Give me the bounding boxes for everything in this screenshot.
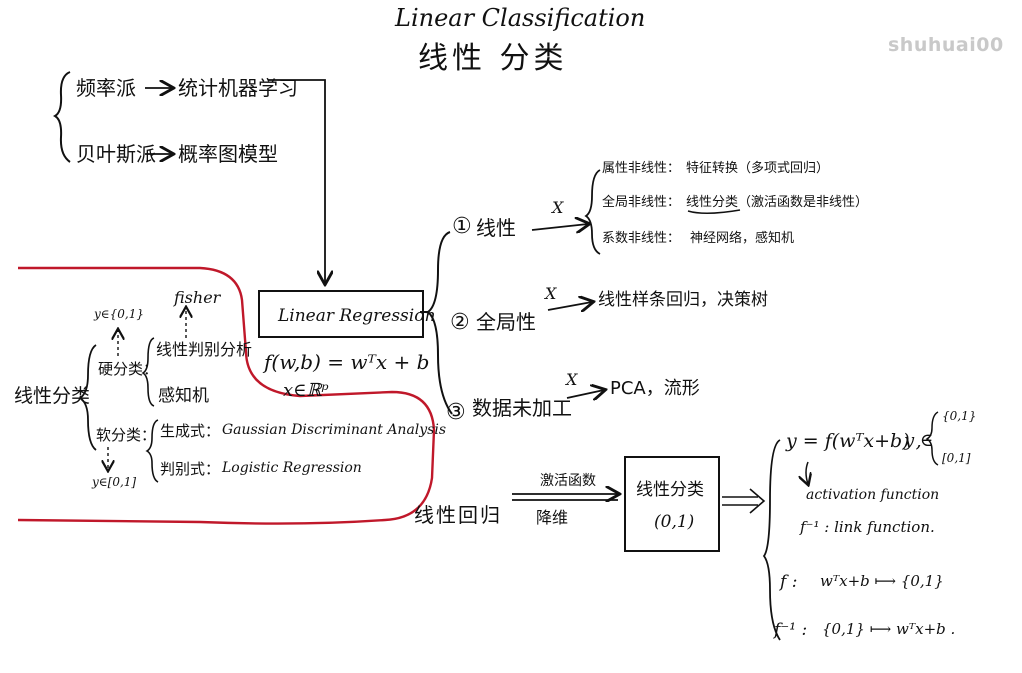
linear-regression-formula: f(w,b) = wᵀx + b xyxy=(264,350,430,374)
branch1-item2-value: 线性分类（激活函数是非线性） xyxy=(686,195,869,210)
branch1-item1-label: 属性非线性： xyxy=(602,161,681,176)
linear-regression-box: Linear Regression xyxy=(258,290,435,338)
output-y-set-0: {0,1} xyxy=(942,409,977,423)
soft-generative-value: Gaussian Discriminant Analysis xyxy=(222,422,447,438)
linear-classification-box: 线性分类 (0,1) xyxy=(624,456,720,552)
underline-linear-classification xyxy=(687,209,741,214)
box-line1: 线性分类 xyxy=(636,480,704,500)
link-label: f⁻¹ : link function. xyxy=(800,518,935,536)
bayesian-label: 贝叶斯派 xyxy=(76,142,156,166)
f-map: wᵀx+b ⟼ {0,1} xyxy=(820,572,944,590)
branch1-cross: X xyxy=(552,198,564,217)
red-highlight-outline xyxy=(17,266,436,525)
activation-arrow xyxy=(806,461,808,484)
linear-regression-domain: x∈ℝᵖ xyxy=(283,380,329,401)
branch1-item3-label: 系数非线性： xyxy=(602,231,681,246)
linear-regression-label: Linear Regression xyxy=(278,306,436,326)
soft-brace xyxy=(145,419,159,483)
branch3-cross: X xyxy=(566,370,578,389)
finv-map-label: f⁻¹ : xyxy=(774,620,808,640)
arrow-branch-1 xyxy=(531,224,588,230)
schools-brace xyxy=(52,71,71,163)
branch1-item2-label: 全局非线性： xyxy=(602,195,681,210)
output-brace xyxy=(762,439,781,641)
soft-discriminative-label: 判别式： xyxy=(160,460,221,478)
f-map-label: f : xyxy=(780,572,798,592)
y-set-brace xyxy=(925,411,939,466)
output-y-set-1: [0,1] xyxy=(942,451,971,465)
output-y-prefix: y ∈ xyxy=(904,430,934,451)
soft-label: 软分类： xyxy=(96,426,157,444)
hard-label: 硬分类： xyxy=(98,360,159,378)
branch2-num: ② xyxy=(450,310,470,335)
branch2-cross: X xyxy=(545,284,557,303)
classification-brace xyxy=(78,344,97,451)
hard-y-set: y∈{0,1} xyxy=(94,307,145,321)
watermark: shuhuai00 xyxy=(888,34,1004,56)
branch2-label: 全局性 xyxy=(476,310,536,334)
hard-item-perceptron: 感知机 xyxy=(158,386,209,406)
arrow-branch-3 xyxy=(566,390,604,398)
soft-y-set: y∈[0,1] xyxy=(92,475,137,489)
finv-map: {0,1} ⟼ wᵀx+b . xyxy=(822,620,956,638)
soft-discriminative-value: Logistic Regression xyxy=(222,460,362,476)
branch1-item3-value: 神经网络，感知机 xyxy=(690,231,795,246)
bayesian-target: 概率图模型 xyxy=(178,142,278,166)
branch1-label: 线性 xyxy=(476,216,516,240)
frequentist-target: 统计机器学习 xyxy=(178,76,298,100)
branch3-target: PCA，流形 xyxy=(610,378,700,399)
branch2-target: 线性样条回归，决策树 xyxy=(598,290,768,310)
pipeline-arrow-top-label: 激活函数 xyxy=(540,473,596,489)
frequentist-label: 频率派 xyxy=(76,76,136,100)
hard-brace xyxy=(141,337,155,407)
box-line2: (0,1) xyxy=(654,512,695,532)
activation-label: activation function xyxy=(806,487,940,503)
title-english: Linear Classification xyxy=(395,4,646,32)
arrow-branch-2 xyxy=(547,302,592,310)
branch1-items-brace xyxy=(584,169,601,255)
branch3-num: ③ xyxy=(446,400,466,425)
title-chinese: 线性 分类 xyxy=(418,41,568,76)
fisher-label: fisher xyxy=(174,288,221,307)
hard-item-lda: 线性判别分析 xyxy=(156,340,253,359)
branch1-item1-value: 特征转换（多项式回归） xyxy=(686,161,830,176)
pipeline-from: 线性回归 xyxy=(414,503,502,527)
branch3-label: 数据未加工 xyxy=(472,396,572,420)
branch1-num: ① xyxy=(452,214,472,239)
pipeline-arrow-bottom-label: 降维 xyxy=(536,508,569,527)
output-equation: y = f(wᵀx+b) , xyxy=(786,430,922,452)
tree-root: 线性分类 xyxy=(14,385,91,407)
arrow-to-linear-regression xyxy=(268,79,325,283)
soft-generative-label: 生成式： xyxy=(160,422,221,440)
